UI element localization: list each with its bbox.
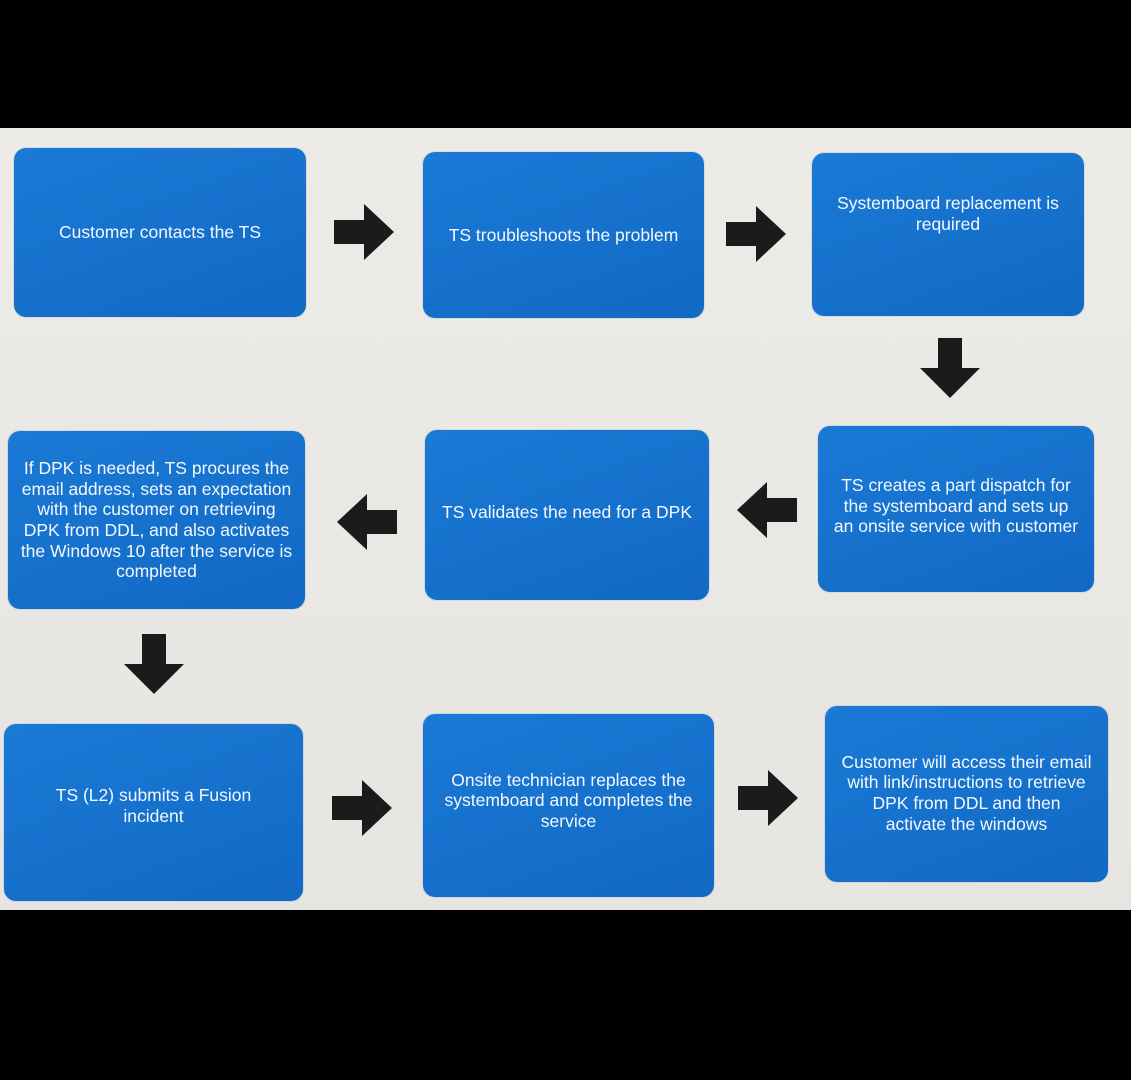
- step-systemboard-replacement: Systemboard replacement is required: [812, 153, 1084, 316]
- arrow-left-icon: [335, 490, 399, 554]
- arrow-down-icon: [122, 632, 186, 696]
- arrow-right-icon: [332, 200, 396, 264]
- flowchart-screen: Customer contacts the TS TS troubleshoot…: [0, 128, 1131, 910]
- arrow-right-icon: [330, 776, 394, 840]
- step-ts-troubleshoots: TS troubleshoots the problem: [423, 152, 704, 318]
- step-text: If DPK is needed, TS procures the email …: [20, 458, 293, 582]
- step-text: Systemboard replacement is required: [837, 192, 1059, 234]
- step-submit-fusion-incident: TS (L2) submits a Fusion incident: [4, 724, 303, 901]
- step-dpk-procurement: If DPK is needed, TS procures the email …: [8, 431, 305, 609]
- step-text: TS validates the need for a DPK: [442, 501, 692, 522]
- arrow-down-icon: [918, 336, 982, 400]
- step-text: TS (L2) submits a Fusion incident: [55, 784, 252, 826]
- arrow-right-icon: [736, 766, 800, 830]
- step-text: TS troubleshoots the problem: [448, 224, 679, 245]
- step-text: Customer contacts the TS: [59, 222, 261, 243]
- step-text: Customer will access their email with li…: [841, 751, 1092, 834]
- step-customer-contacts: Customer contacts the TS: [14, 148, 306, 317]
- step-customer-access-email: Customer will access their email with li…: [825, 706, 1108, 882]
- arrow-left-icon: [735, 478, 799, 542]
- step-text: TS creates a part dispatch for the syste…: [833, 475, 1079, 537]
- step-ts-creates-dispatch: TS creates a part dispatch for the syste…: [818, 426, 1094, 592]
- step-text: Onsite technician replaces the systemboa…: [444, 769, 693, 831]
- arrow-right-icon: [724, 202, 788, 266]
- step-ts-validates-dpk: TS validates the need for a DPK: [425, 430, 709, 600]
- step-onsite-technician: Onsite technician replaces the systemboa…: [423, 714, 714, 897]
